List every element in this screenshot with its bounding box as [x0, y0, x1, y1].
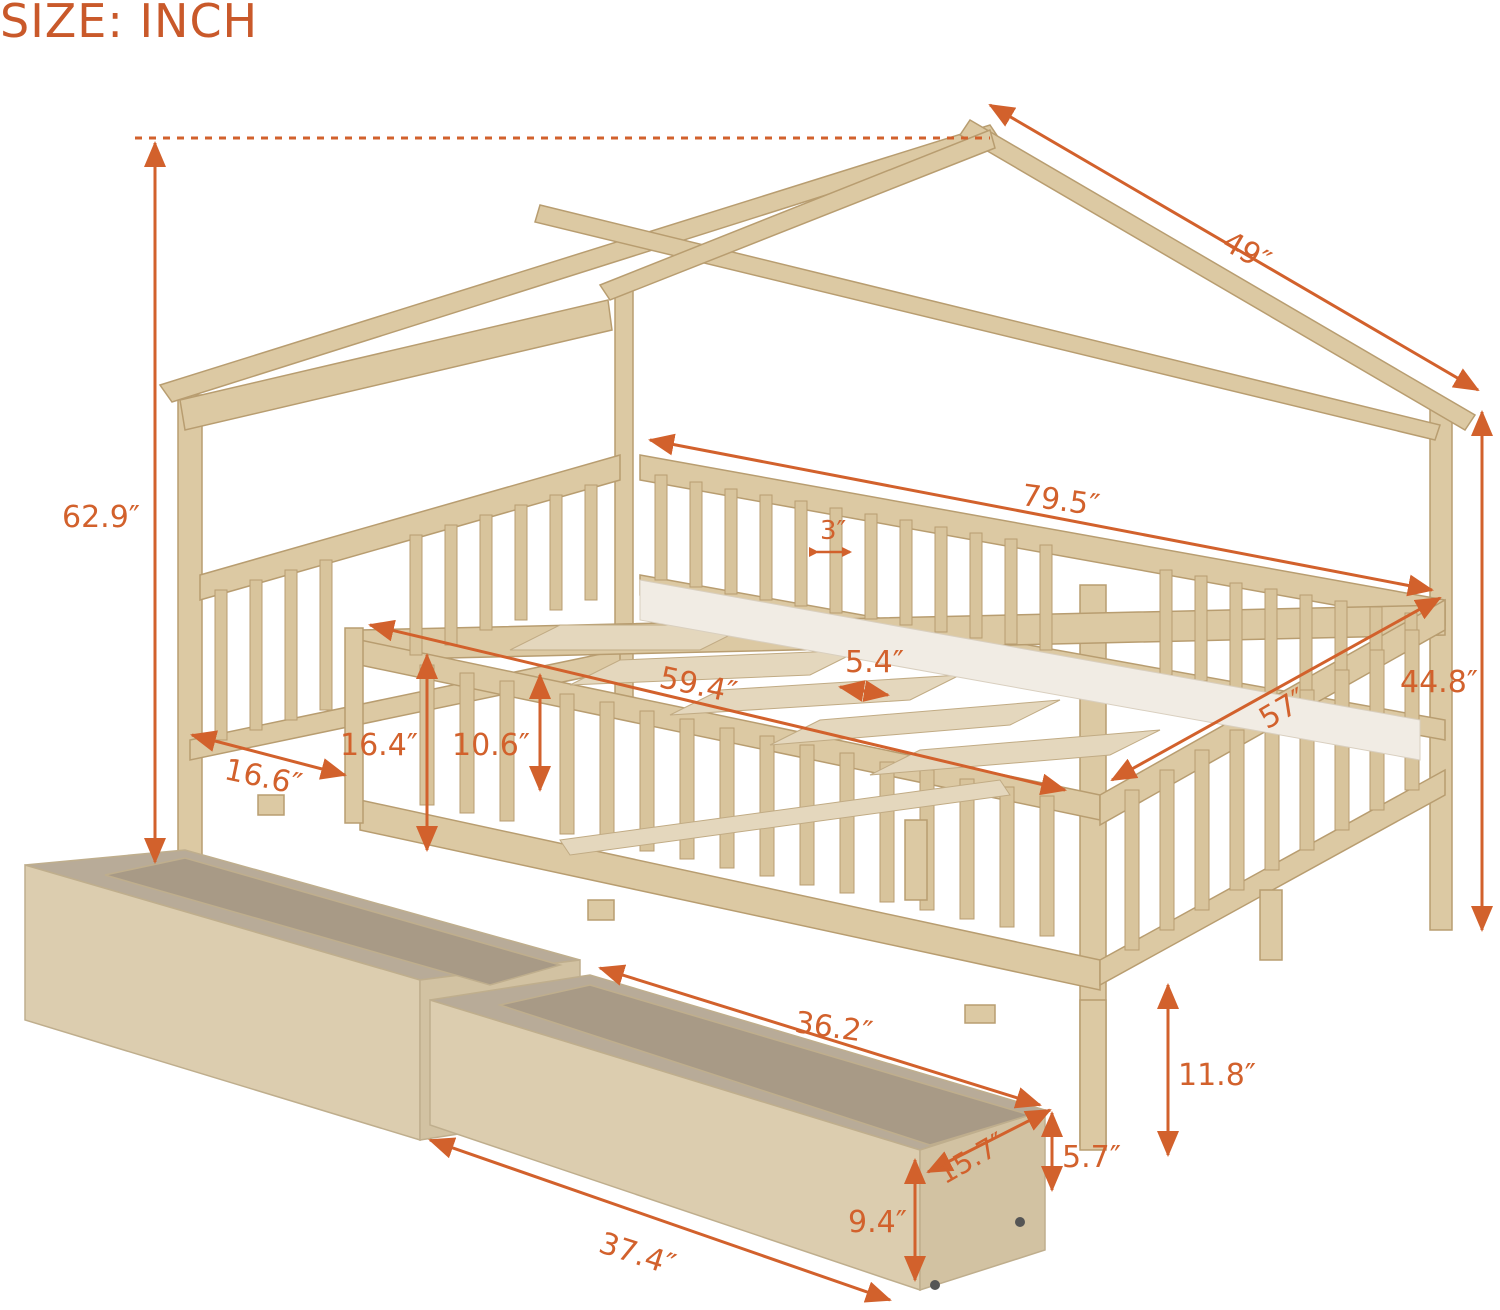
- dim-slat-gap: 5.4″: [845, 645, 904, 680]
- dim-total-height: 62.9″: [62, 500, 141, 535]
- dim-drawer-inner-height: 5.7″: [1062, 1140, 1121, 1175]
- dim-floor-clearance: 11.8″: [1178, 1058, 1257, 1093]
- dim-rail-height: 16.4″: [340, 728, 419, 763]
- size-unit-title: SIZE: INCH: [0, 0, 259, 48]
- dimension-lines: [135, 103, 1493, 1303]
- dim-rail-slat-gap: 3″: [820, 516, 847, 546]
- dim-post-height: 44.8″: [1400, 665, 1479, 700]
- dim-drawer-height: 9.4″: [848, 1205, 907, 1240]
- drawer-right: [429, 974, 1048, 1292]
- dim-rail-inner-height: 10.6″: [452, 728, 531, 763]
